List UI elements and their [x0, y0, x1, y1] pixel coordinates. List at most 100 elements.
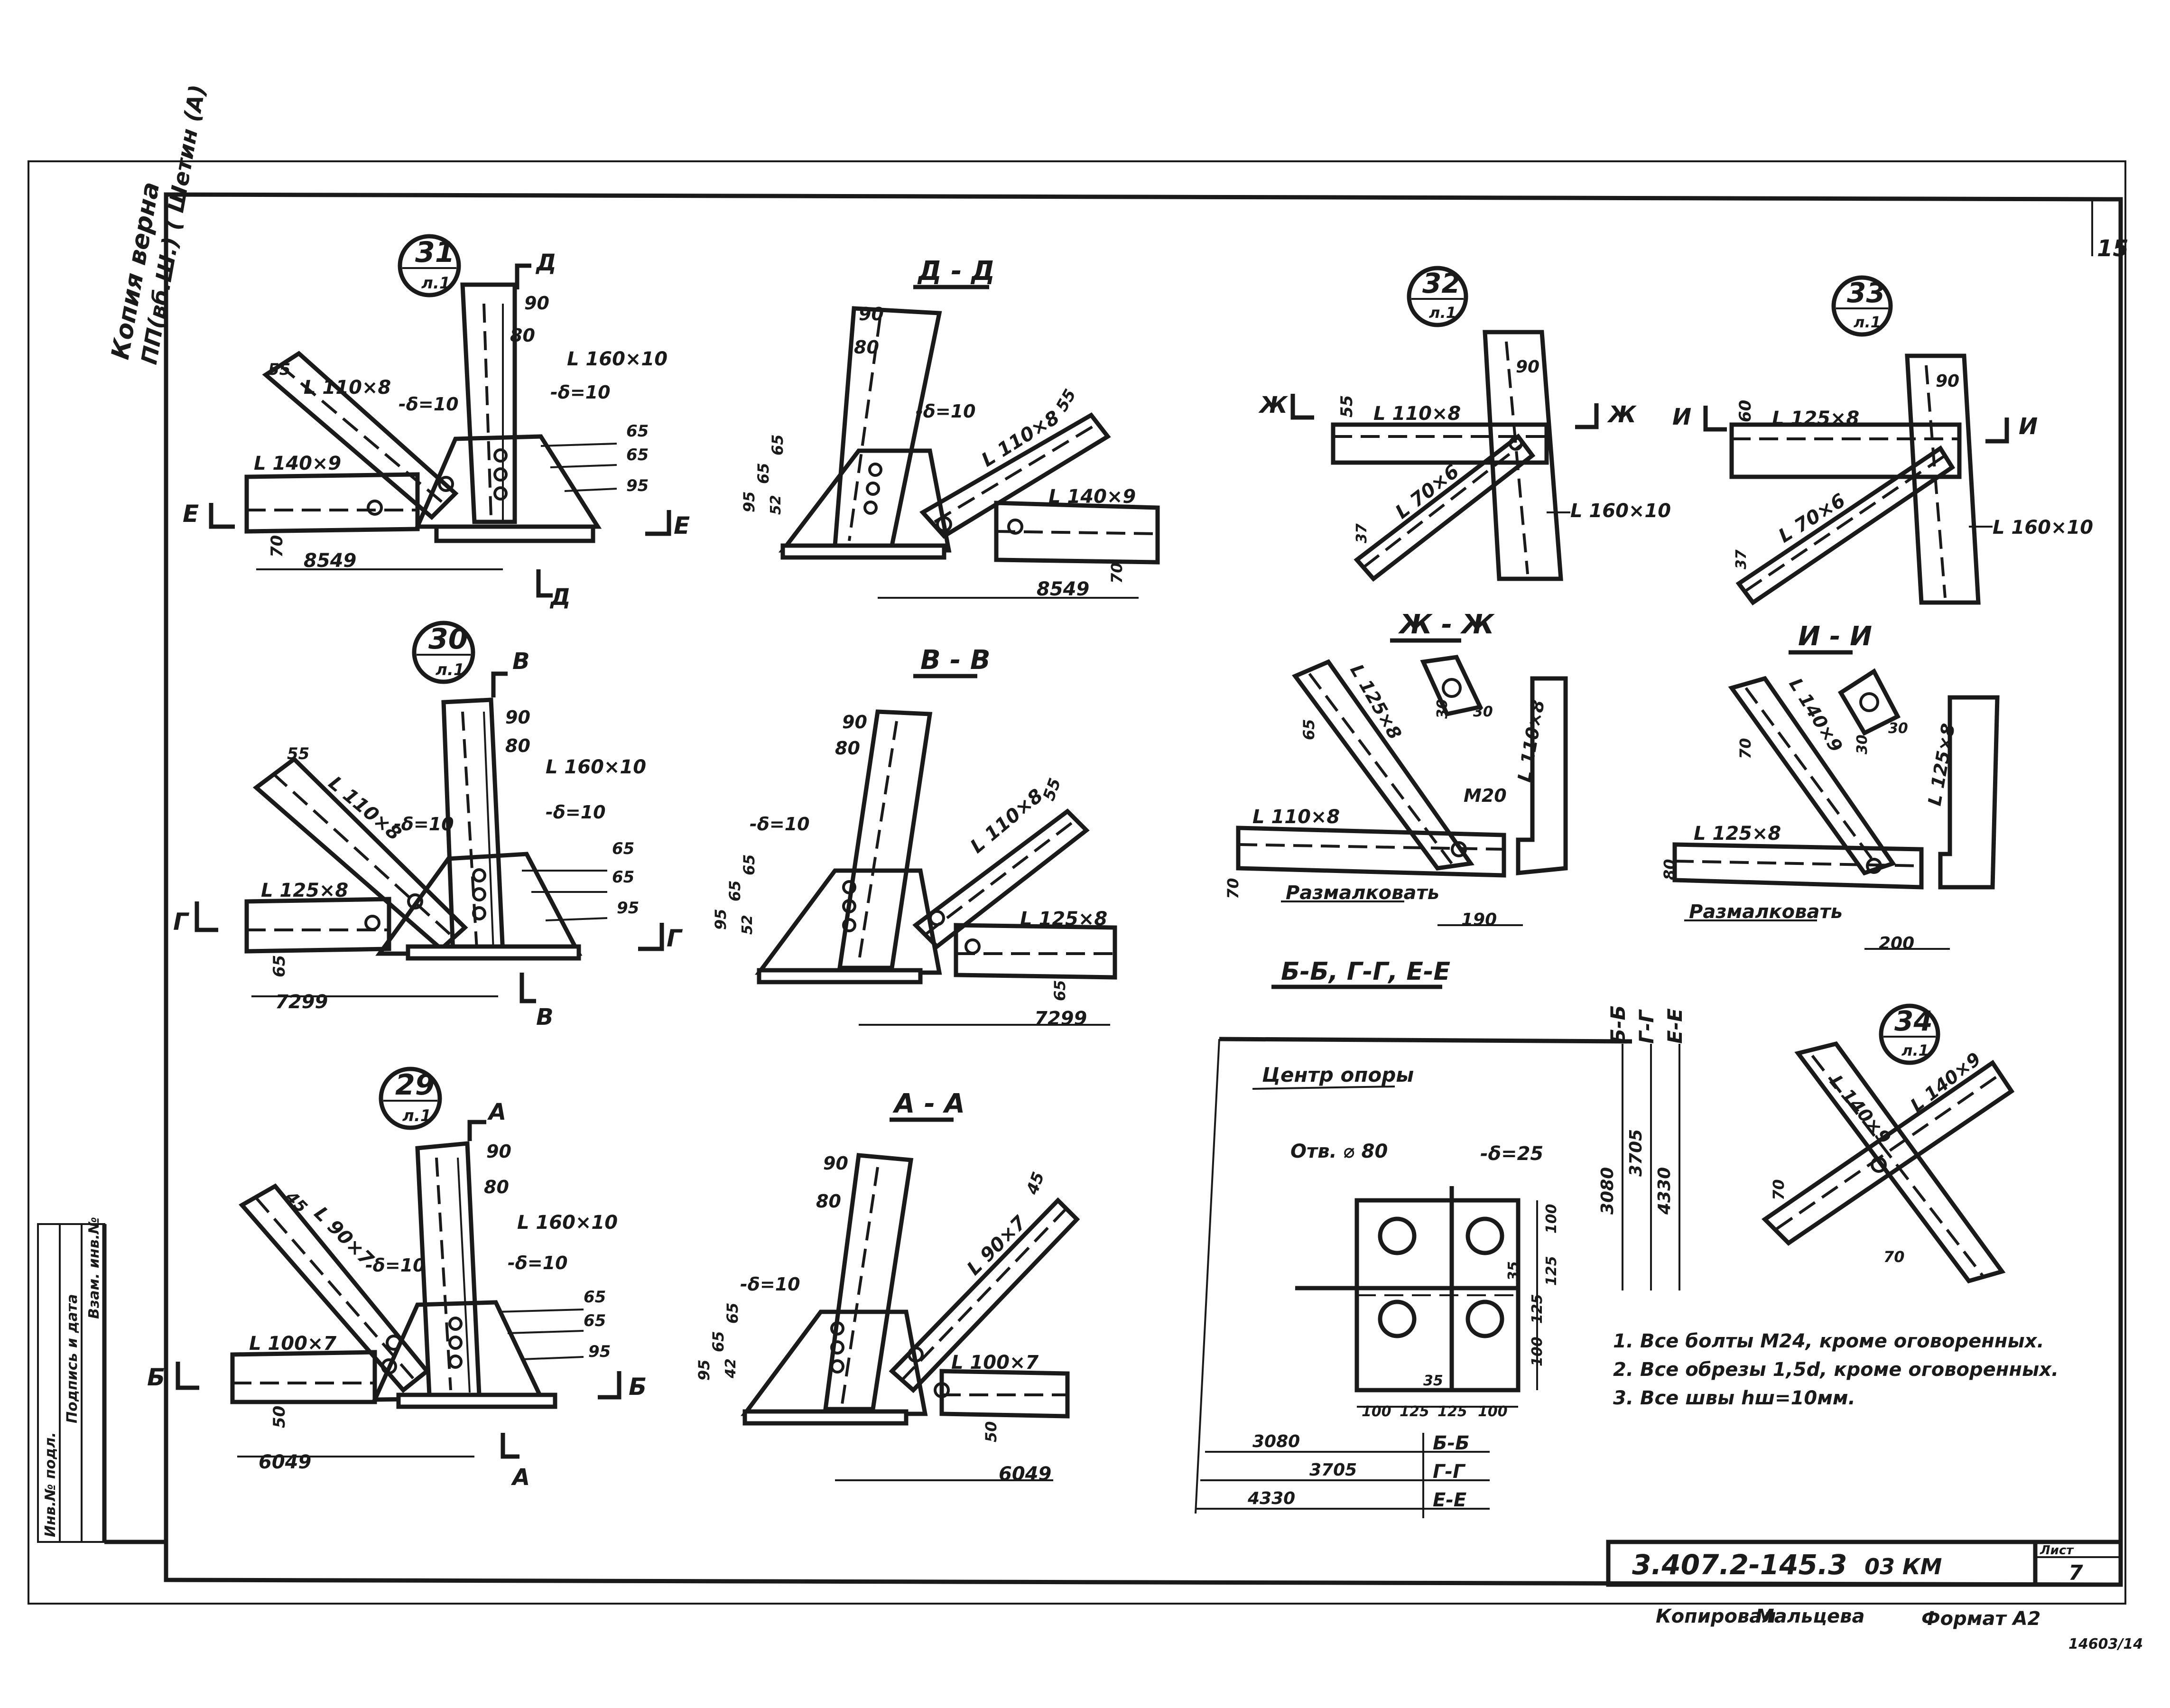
node-30-dim-90: 90: [505, 707, 530, 728]
section-aa-dim-65b: 65: [723, 1302, 742, 1324]
section-base: Б-Б, Г-Г, Е-Е Б-Б Г-Г Е-Е 3080 3705 4330…: [1195, 957, 1687, 1518]
node-32: 32 л.1 Ж Ж L 110×8 55 90 L 70×6 37 L 160…: [1258, 266, 1671, 582]
node-30-section-mark-bottom: В: [536, 1004, 554, 1030]
sheet-number-top: 15: [2097, 235, 2129, 262]
note-1: 1. Все болты М24, кроме оговоренных.: [1613, 1330, 2044, 1352]
section-dd-plate: -δ=10: [916, 401, 976, 422]
stamp-inv-label: Инв.№ подл.: [42, 1432, 59, 1537]
section-dd-dim-52: 52: [768, 495, 784, 515]
node-32-cut-right: Ж: [1607, 401, 1637, 428]
left-stamp: Инв.№ подл. Подпись и дата Взам. инв.№: [37, 1217, 105, 1543]
section-dd-dim-80: 80: [854, 337, 879, 358]
section-vv-dim-95: 95: [712, 909, 730, 930]
section-ii: И - И 30 30 L 140×9 70 L 125×8 L 125×8 8…: [1660, 621, 2000, 953]
section-base-hole: Отв. ⌀ 80: [1290, 1141, 1388, 1162]
section-dd: Д - Д 90 80 -δ=10 L 110×8 55 L 140×9 95 …: [740, 256, 1160, 600]
section-base-row-3080: 3080: [1252, 1432, 1300, 1451]
section-base-center: Центр опоры: [1262, 1063, 1414, 1086]
node-31-dim-65a: 65: [626, 422, 649, 441]
section-base-dim-h3: 125: [1437, 1403, 1467, 1420]
section-dd-dim-70: 70: [1108, 562, 1126, 584]
section-base-height-3080: 3080: [1598, 1167, 1617, 1215]
node-31-length: 8549: [304, 550, 356, 572]
node-32-top-label: L 110×8: [1373, 403, 1461, 425]
section-dd-dim-55: 55: [1052, 386, 1080, 415]
node-30-cut-left: Г: [173, 908, 190, 936]
section-ii-dim-80: 80: [1660, 859, 1679, 880]
node-30-bubble: [412, 621, 475, 684]
section-dd-dim-65b: 65: [769, 434, 787, 455]
node-31-section-mark: Д: [535, 250, 556, 276]
section-base-dim-v3: 125: [1529, 1294, 1546, 1324]
section-aa-title: А - А: [892, 1088, 965, 1119]
node-30-plate-label: -δ=10: [546, 802, 606, 823]
node-31-section-mark-bottom: Д: [549, 584, 571, 611]
section-dd-dim-65a: 65: [754, 463, 772, 484]
section-base-dim-v2: 125: [1543, 1256, 1560, 1286]
format-label: Формат А2: [1921, 1608, 2040, 1630]
node-30-cut-right: Г: [667, 925, 683, 952]
section-base-height-4330: 4330: [1655, 1167, 1674, 1215]
node-31-plate1-label: -δ=10: [399, 394, 459, 415]
title-block-list-number: 7: [2068, 1561, 2083, 1585]
section-zhzh-post-label: L 110×8: [1514, 698, 1549, 784]
node-31-bubble: [398, 234, 461, 297]
node-31-plate-label: -δ=10: [550, 382, 611, 403]
section-ii-dim-70: 70: [1736, 738, 1754, 759]
node-29-flange-label: L 160×10: [517, 1212, 618, 1234]
node-34-bubble: [1879, 1003, 1940, 1065]
section-base-dim-v1: 100: [1543, 1204, 1560, 1234]
node-30-dim-80: 80: [505, 735, 530, 756]
node-30-dim-65b: 65: [612, 868, 634, 887]
title-block-code: 03 КМ: [1864, 1554, 1942, 1579]
section-base-plate: -δ=25: [1480, 1143, 1543, 1165]
section-vv: В - В 90 80 -δ=10 L 110×8 55 L 125×8 95 …: [712, 645, 1117, 1030]
node-33-dim-60: 60: [1736, 400, 1755, 422]
node-34-number: 34: [1894, 1005, 1933, 1037]
section-vv-dim-90: 90: [842, 712, 867, 733]
section-ii-dim-200: 200: [1879, 934, 1914, 953]
section-vv-plate: -δ=10: [750, 814, 810, 835]
node-32-cut-left: Ж: [1258, 392, 1288, 418]
node-29-dim-45: 45: [281, 1187, 311, 1216]
outer-border: [28, 160, 2126, 1605]
node-29-cut-right: Б: [629, 1373, 647, 1401]
section-base-small-35a: 35: [1505, 1261, 1522, 1281]
node-33-cut-left: И: [1672, 404, 1691, 430]
node-32-dim-90: 90: [1516, 357, 1539, 377]
section-aa-chord-label: L 100×7: [951, 1352, 1039, 1374]
section-base-dim-h4: 100: [1478, 1403, 1508, 1420]
section-ii-dim-30a: 30: [1854, 734, 1871, 754]
note-3: 3. Все швы hш=10мм.: [1613, 1387, 1855, 1409]
section-base-row-3705: 3705: [1309, 1460, 1357, 1480]
section-base-row-bb: Б-Б: [1433, 1432, 1470, 1454]
section-zhzh: Ж - Ж 30 30 L 125×8 65 L 110×8 M20 L 110…: [1224, 609, 1568, 929]
section-zhzh-dim-65: 65: [1300, 719, 1318, 740]
section-dd-dim-90: 90: [859, 304, 884, 325]
section-vv-title: В - В: [920, 645, 991, 676]
node-33: 33 л.1 И И L 125×8 60 90 L 70×6 37 L 160…: [1672, 275, 2093, 606]
node-30-number: 30: [428, 622, 468, 656]
section-vv-diag-label: L 110×8: [966, 785, 1048, 858]
node-31-flange-label: L 160×10: [567, 348, 668, 370]
section-base-label-ee: Е-Е: [1663, 1008, 1687, 1044]
section-vv-dim-65a: 65: [726, 880, 744, 901]
node-33-cut-right: И: [2019, 413, 2038, 440]
node-31-dim-70: 70: [268, 535, 287, 557]
node-29-dim-50: 50: [270, 1406, 289, 1428]
section-base-dim-v4: 100: [1529, 1337, 1546, 1366]
node-34-dim-70a: 70: [1770, 1179, 1788, 1200]
node-32-dim-37: 37: [1354, 523, 1370, 543]
node-30-length: 7299: [275, 991, 328, 1013]
section-ii-note: Размалковать: [1689, 901, 1843, 923]
section-zhzh-bolt: M20: [1464, 785, 1507, 806]
section-base-small-35b: 35: [1423, 1373, 1443, 1389]
node-30-diag-label: L 110×8: [325, 772, 406, 845]
node-32-bubble: [1407, 266, 1468, 327]
node-33-top-label: L 125×8: [1772, 408, 1859, 429]
node-32-number: 32: [1422, 267, 1461, 299]
section-base-label-bb: Б-Б: [1606, 1005, 1630, 1044]
section-base-dim-h1: 100: [1362, 1403, 1391, 1420]
section-vv-dim-80: 80: [835, 738, 860, 759]
node-29-number: 29: [395, 1068, 435, 1102]
